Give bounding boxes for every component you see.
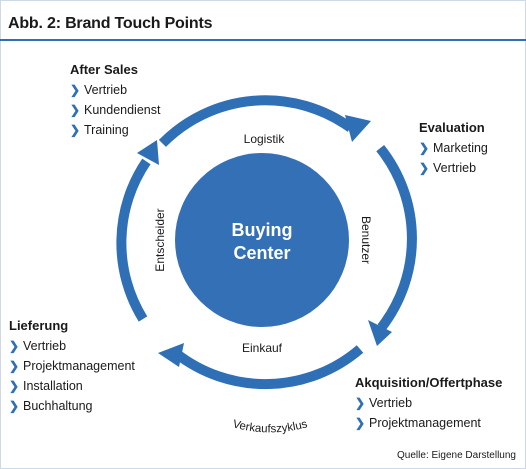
list-item-label: Buchhaltung — [23, 399, 93, 413]
chevron-right-icon: ❯ — [355, 416, 366, 430]
list-item-label: Projektmanagement — [369, 416, 481, 430]
block-after-sales: After Sales ❯Vertrieb ❯Kundendienst ❯Tra… — [70, 60, 160, 140]
buying-center-circle — [175, 153, 349, 327]
list-item: ❯Kundendienst — [70, 100, 160, 120]
chevron-right-icon: ❯ — [70, 103, 81, 117]
source-note: Quelle: Eigene Darstellung — [397, 450, 516, 461]
chevron-right-icon: ❯ — [419, 161, 430, 175]
block-lieferung: Lieferung ❯Vertrieb ❯Projektmanagement ❯… — [9, 316, 135, 416]
center-label-line2: Center — [233, 243, 290, 263]
ring-arc-left — [116, 158, 151, 322]
list-item-label: Kundendienst — [84, 103, 161, 117]
list-item: ❯Projektmanagement — [355, 413, 502, 433]
ring-label-left: Entscheider — [153, 208, 167, 271]
list-item-label: Vertrieb — [84, 83, 128, 97]
arrowhead-top-icon — [345, 115, 371, 142]
chevron-right-icon: ❯ — [9, 359, 20, 373]
list-item-label: Vertrieb — [369, 396, 413, 410]
list-item: ❯Projektmanagement — [9, 356, 135, 376]
list-item: ❯Vertrieb — [355, 393, 502, 413]
block-title: Lieferung — [9, 318, 69, 333]
chevron-right-icon: ❯ — [9, 379, 20, 393]
block-akquisition: Akquisition/Offertphase ❯Vertrieb ❯Proje… — [355, 373, 502, 433]
cycle-label-path: Verkaufszyklus — [231, 418, 309, 435]
list-item-label: Vertrieb — [23, 339, 67, 353]
ring-label-right: Benutzer — [359, 216, 373, 264]
block-evaluation: Evaluation ❯Marketing ❯Vertrieb — [419, 118, 488, 178]
chevron-right-icon: ❯ — [419, 141, 430, 155]
list-item: ❯Vertrieb — [419, 158, 488, 178]
list-item: ❯Marketing — [419, 138, 488, 158]
list-item-label: Installation — [23, 379, 83, 393]
list-item-label: Projektmanagement — [23, 359, 135, 373]
cycle-label: Verkaufszyklus — [231, 418, 309, 435]
arrowhead-left-icon — [137, 140, 159, 165]
block-title: Evaluation — [419, 120, 485, 135]
arrowhead-bottom-icon — [158, 343, 184, 367]
arrowhead-right-icon — [368, 320, 392, 346]
block-title: Akquisition/Offertphase — [355, 375, 503, 390]
list-item-label: Marketing — [433, 141, 488, 155]
chevron-right-icon: ❯ — [355, 396, 366, 410]
ring-arc-top — [158, 95, 354, 147]
chevron-right-icon: ❯ — [70, 123, 81, 137]
list-item: ❯Vertrieb — [9, 336, 135, 356]
center-label-line1: Buying — [232, 220, 293, 240]
block-title: After Sales — [70, 62, 138, 77]
chevron-right-icon: ❯ — [70, 83, 81, 97]
ring-arc-right — [376, 144, 417, 331]
ring-label-bottom: Einkauf — [242, 341, 283, 355]
list-item: ❯Vertrieb — [70, 80, 160, 100]
chevron-right-icon: ❯ — [9, 339, 20, 353]
list-item: ❯Buchhaltung — [9, 396, 135, 416]
list-item: ❯Training — [70, 120, 160, 140]
chevron-right-icon: ❯ — [9, 399, 20, 413]
list-item-label: Vertrieb — [433, 161, 477, 175]
list-item-label: Training — [84, 123, 129, 137]
list-item: ❯Installation — [9, 376, 135, 396]
title-rule — [0, 39, 526, 41]
figure-title: Abb. 2: Brand Touch Points — [8, 15, 213, 32]
ring-arc-bottom — [173, 345, 364, 390]
ring-label-top: Logistik — [244, 132, 286, 146]
